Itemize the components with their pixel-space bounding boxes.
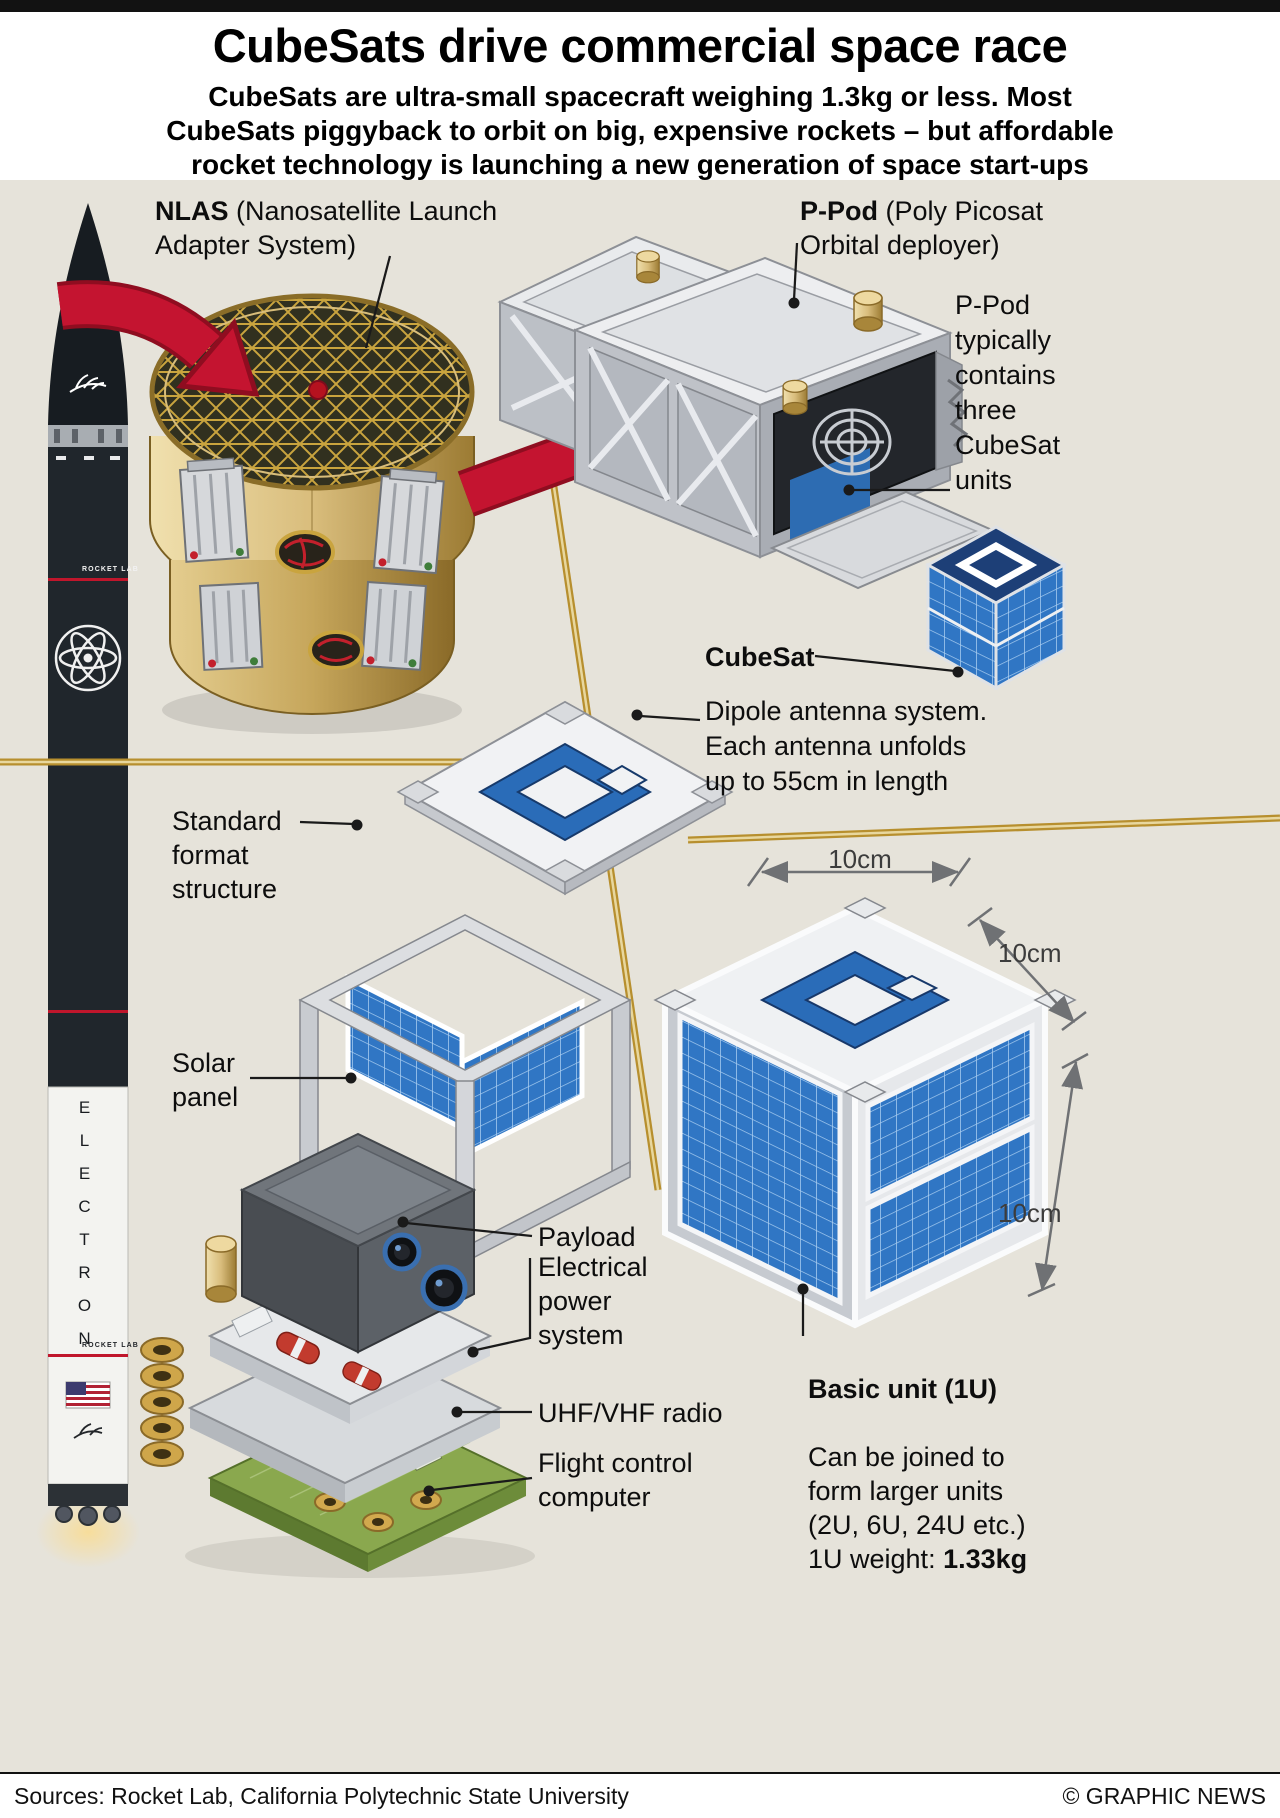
basic-unit-body: Can be joined to form larger units (2U, … (808, 1442, 1026, 1540)
mesh-center-port (308, 380, 328, 400)
leader-dots (345, 297, 964, 1497)
note-ppod-capacity: P-Pod typically contains three CubeSat u… (955, 290, 1061, 495)
label-flight-computer: Flight control computer (538, 1448, 693, 1512)
weight-value: 1.33kg (943, 1544, 1028, 1574)
red-arrow-into-nlas-icon (56, 280, 260, 397)
spring-icon (947, 378, 969, 448)
top-border-bar (0, 0, 1280, 12)
gold-knob-2 (782, 379, 808, 415)
gold-standoffs (140, 1337, 184, 1467)
footer-sources: Sources: Rocket Lab, California Polytech… (14, 1782, 629, 1809)
payload-stack-illustration (140, 1132, 535, 1578)
page-subtitle: CubeSats are ultra-small spacecraft weig… (166, 81, 1114, 180)
ppod-name: P-Pod (800, 196, 878, 226)
footer-credit: © GRAPHIC NEWS (1062, 1782, 1266, 1809)
gold-knob-3 (636, 250, 660, 284)
dim-depth-label: 10cm (998, 938, 1062, 968)
basic-unit-title: Basic unit (1U) (808, 1374, 998, 1404)
rocket-brand-lower: ROCKET LAB (82, 1342, 139, 1349)
label-solar-panel: Solar panel (172, 1048, 239, 1112)
plate-corner-tabs (396, 701, 734, 883)
nlas-desc: (Nanosatellite Launch Adapter System) (155, 196, 498, 260)
rocket-name-electron: ELECTRON (75, 1098, 94, 1362)
dim-width-label: 10cm (828, 844, 892, 874)
coiled-antenna-icon (812, 408, 892, 476)
leader-lines (250, 242, 956, 1492)
basic-unit-block: Basic unit (1U) Can be joined to form la… (808, 1338, 1027, 1610)
rocket-illustration (36, 203, 140, 1568)
label-payload: Payload (538, 1222, 636, 1252)
nlas-illustration (149, 293, 475, 734)
page-title: CubeSats drive commercial space race (212, 19, 1068, 72)
label-ppod: P-Pod (Poly Picosat Orbital deployer) (800, 194, 1043, 262)
fern-logo-small-icon (73, 1423, 103, 1439)
cable-port-lower (308, 630, 364, 670)
label-electrical-power: Electrical power system (538, 1252, 648, 1350)
nlas-mounted-pods (178, 457, 445, 671)
pcb-gold-connectors (314, 1490, 442, 1532)
basic-unit-weight: 1U weight: 1.33kg (808, 1542, 1027, 1576)
antenna-plate-illustration (396, 700, 734, 896)
label-cubesat: CubeSat (705, 642, 815, 672)
weight-label: 1U weight: (808, 1544, 936, 1574)
footer: Sources: Rocket Lab, California Polytech… (0, 1772, 1280, 1818)
rocket-brand-upper: ROCKET LAB (82, 566, 139, 573)
dimension-arrows (746, 857, 1089, 1298)
camera-lens-2 (420, 1264, 468, 1312)
solar-panel-face-right-lower (865, 1123, 1035, 1301)
frame-top (298, 914, 632, 1086)
ppod-desc: (Poly Picosat Orbital deployer) (800, 196, 1044, 260)
cubesat-1u-illustration (653, 897, 1077, 1329)
antenna-pattern (477, 742, 653, 842)
gold-knob-1 (853, 290, 883, 332)
label-standard-format: Standard format structure (172, 806, 282, 904)
antenna-pattern-top (759, 950, 951, 1050)
fern-logo-icon (69, 374, 107, 393)
dim-height-label: 10cm (998, 1198, 1062, 1228)
engine-nozzles (55, 1505, 121, 1526)
atom-icon (54, 624, 122, 692)
cubesat-small-illustration (924, 525, 1068, 691)
label-nlas: NLAS (Nanosatellite Launch Adapter Syste… (155, 194, 497, 262)
label-uhf-vhf-radio: UHF/VHF radio (538, 1398, 723, 1428)
solar-panel-face-right-upper (865, 1021, 1035, 1203)
camera-lens-1 (382, 1232, 422, 1272)
us-flag-icon (65, 1381, 111, 1409)
cable-port-upper (275, 530, 335, 574)
cubesat-inside-ppod (790, 448, 870, 540)
solar-panel-face-left (677, 1012, 843, 1306)
ppod-x-braces (587, 346, 759, 538)
payload-camera-box (205, 1132, 477, 1354)
nlas-name: NLAS (155, 196, 229, 226)
gold-cylinder (205, 1235, 237, 1303)
note-dipole-antenna: Dipole antenna system. Each antenna unfo… (705, 696, 988, 796)
ppod-illustration (497, 235, 1042, 613)
